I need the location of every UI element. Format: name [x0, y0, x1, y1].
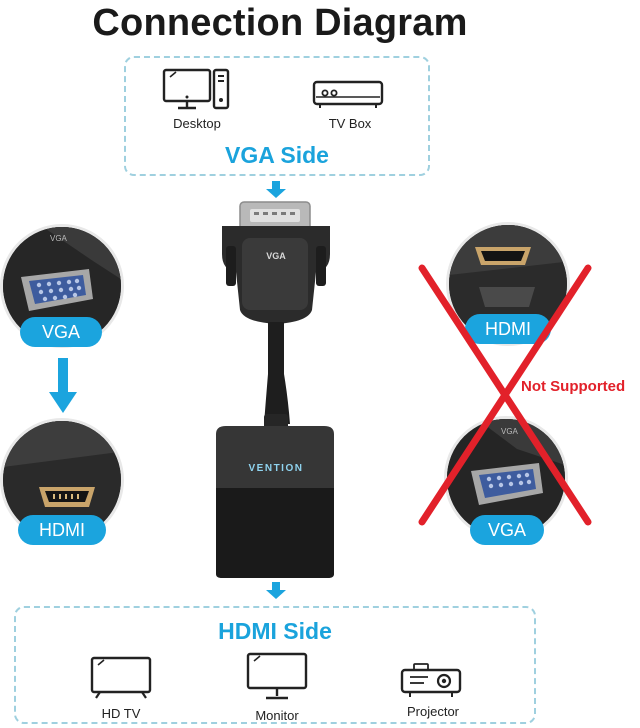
device-label-monitor: Monitor — [255, 708, 299, 723]
left-vga-label: VGA — [20, 317, 102, 347]
vga-port-engraving: VGA — [50, 234, 67, 243]
arrow-down-icon — [264, 582, 288, 600]
device-label-tv-box: TV Box — [328, 116, 372, 131]
page-title: Connection Diagram — [92, 2, 468, 44]
vga-port-engraving-right: VGA — [501, 427, 518, 436]
device-label-hd-tv: HD TV — [101, 706, 141, 721]
left-hdmi-label: HDMI — [18, 515, 106, 545]
right-vga-label: VGA — [470, 515, 544, 545]
arrow-down-icon — [264, 181, 288, 199]
adapter-vga-text: VGA — [266, 251, 286, 261]
device-label-projector: Projector — [406, 704, 460, 719]
hdmi-side-box: HDMI Side HD TV Monitor Project — [14, 606, 536, 724]
tv-box-icon — [312, 78, 386, 110]
adapter-brand: VENTION — [248, 463, 304, 474]
vga-side-title: VGA Side — [225, 142, 329, 168]
monitor-icon — [246, 652, 310, 702]
device-label-desktop: Desktop — [173, 116, 221, 131]
arrow-down-icon — [49, 358, 77, 414]
projector-icon — [400, 662, 464, 702]
desktop-icon — [162, 68, 232, 110]
vga-side-box: Desktop TV Box VGA Side — [124, 56, 430, 176]
not-supported-label: Not Supported — [521, 378, 626, 395]
hdmi-side-title: HDMI Side — [218, 618, 332, 644]
right-hdmi-label: HDMI — [465, 314, 551, 344]
adapter-image — [212, 198, 340, 580]
not-supported-cross-icon — [416, 262, 596, 528]
hd-tv-icon — [90, 656, 154, 700]
